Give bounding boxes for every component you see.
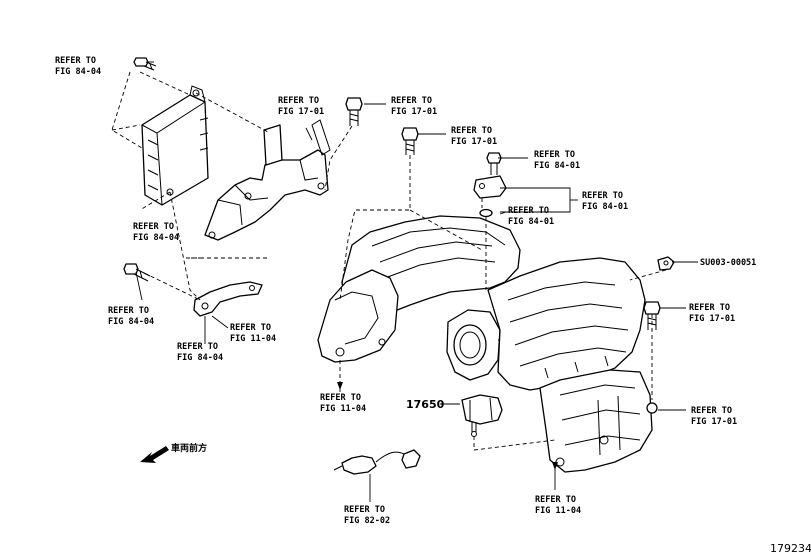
front-label: 車両前方 — [171, 442, 207, 454]
nut-code-label[interactable]: SU003-00051 — [700, 258, 756, 268]
svg-text:FIG 11-04: FIG 11-04 — [230, 334, 276, 344]
bolt-center[interactable] — [401, 127, 419, 155]
svg-text:REFER TO: REFER TO — [230, 323, 271, 333]
svg-text:FIG 17-01: FIG 17-01 — [691, 417, 737, 427]
svg-text:FIG 17-01: FIG 17-01 — [689, 314, 735, 324]
wire-harness[interactable] — [333, 449, 421, 475]
svg-text:17650: 17650 — [406, 398, 445, 411]
ref-bracket-a[interactable]: REFER TO FIG 17-01 — [278, 96, 324, 117]
svg-text:FIG 84-04: FIG 84-04 — [177, 353, 223, 363]
ref-bolt-b[interactable]: REFER TO FIG 17-01 — [451, 126, 497, 147]
svg-text:FIG 82-02: FIG 82-02 — [344, 516, 390, 526]
svg-text:車両前方: 車両前方 — [171, 442, 207, 454]
svg-text:REFER TO: REFER TO — [108, 306, 149, 316]
ref-bolt-right[interactable]: REFER TO FIG 17-01 — [689, 303, 735, 324]
sensor-gasket[interactable] — [479, 208, 493, 218]
svg-text:FIG 84-04: FIG 84-04 — [55, 67, 101, 77]
vacuum-switching-valve[interactable] — [461, 394, 503, 437]
svg-text:FIG 17-01: FIG 17-01 — [278, 107, 324, 117]
solid-leaders — [135, 61, 698, 502]
map-sensor[interactable] — [473, 175, 507, 199]
arrow-heads — [337, 382, 558, 470]
svg-text:FIG 84-01: FIG 84-01 — [582, 202, 628, 212]
ref-clamp-a[interactable]: REFER TO FIG 11-04 — [230, 323, 276, 344]
svg-text:FIG 84-01: FIG 84-01 — [508, 217, 554, 227]
svg-text:FIG 11-04: FIG 11-04 — [535, 506, 581, 516]
bolt-right[interactable] — [643, 301, 661, 330]
mounting-bracket[interactable] — [204, 119, 331, 241]
ref-bolt-left[interactable]: REFER TO FIG 84-04 — [108, 306, 154, 327]
front-direction-arrow — [140, 446, 169, 463]
svg-text:REFER TO: REFER TO — [278, 96, 319, 106]
ref-sensor-a[interactable]: REFER TO FIG 84-01 — [534, 150, 580, 171]
bolt-bracket[interactable] — [345, 97, 363, 126]
svg-text:REFER TO: REFER TO — [534, 150, 575, 160]
bolt-top-left[interactable] — [133, 57, 157, 71]
ref-sensor-b[interactable]: REFER TO FIG 84-01 — [582, 191, 628, 212]
svg-text:REFER TO: REFER TO — [133, 222, 174, 232]
svg-text:FIG 11-04: FIG 11-04 — [320, 404, 366, 414]
svg-text:REFER TO: REFER TO — [451, 126, 492, 136]
svg-text:FIG 84-04: FIG 84-04 — [133, 233, 179, 243]
svg-text:179234: 179234 — [770, 542, 811, 555]
ref-manifold-left[interactable]: REFER TO FIG 11-04 — [320, 393, 366, 414]
part-number-label[interactable]: 17650 — [406, 398, 445, 411]
svg-text:REFER TO: REFER TO — [391, 96, 432, 106]
svg-text:FIG 17-01: FIG 17-01 — [451, 137, 497, 147]
ref-ecu-b[interactable]: REFER TO FIG 84-04 — [133, 222, 179, 243]
ref-bolt-a[interactable]: REFER TO FIG 17-01 — [391, 96, 437, 117]
svg-text:REFER TO: REFER TO — [582, 191, 623, 201]
svg-text:REFER TO: REFER TO — [535, 495, 576, 505]
svg-text:REFER TO: REFER TO — [689, 303, 730, 313]
svg-text:FIG 84-01: FIG 84-01 — [534, 161, 580, 171]
ref-tl-a[interactable]: REFER TO FIG 84-04 — [55, 56, 101, 77]
svg-text:REFER TO: REFER TO — [177, 342, 218, 352]
sensor-screw[interactable] — [486, 152, 502, 175]
svg-text:REFER TO: REFER TO — [344, 505, 385, 515]
svg-text:SU003-00051: SU003-00051 — [700, 258, 756, 268]
clamp-bracket[interactable] — [193, 281, 263, 317]
diagram-id: 179234 — [770, 542, 811, 555]
nut-right[interactable] — [657, 256, 675, 271]
ref-sensor-c[interactable]: REFER TO FIG 84-01 — [508, 206, 554, 227]
ref-harness[interactable]: REFER TO FIG 82-02 — [344, 505, 390, 526]
ref-manifold-bottom[interactable]: REFER TO FIG 11-04 — [535, 495, 581, 516]
control-module[interactable] — [141, 85, 209, 206]
ref-mount-right[interactable]: REFER TO FIG 17-01 — [691, 406, 737, 427]
svg-text:REFER TO: REFER TO — [320, 393, 361, 403]
svg-text:FIG 17-01: FIG 17-01 — [391, 107, 437, 117]
svg-text:REFER TO: REFER TO — [55, 56, 96, 66]
intake-manifold[interactable] — [317, 215, 658, 473]
svg-text:REFER TO: REFER TO — [691, 406, 732, 416]
svg-text:FIG 84-04: FIG 84-04 — [108, 317, 154, 327]
svg-text:REFER TO: REFER TO — [508, 206, 549, 216]
ref-clamp-b[interactable]: REFER TO FIG 84-04 — [177, 342, 223, 363]
